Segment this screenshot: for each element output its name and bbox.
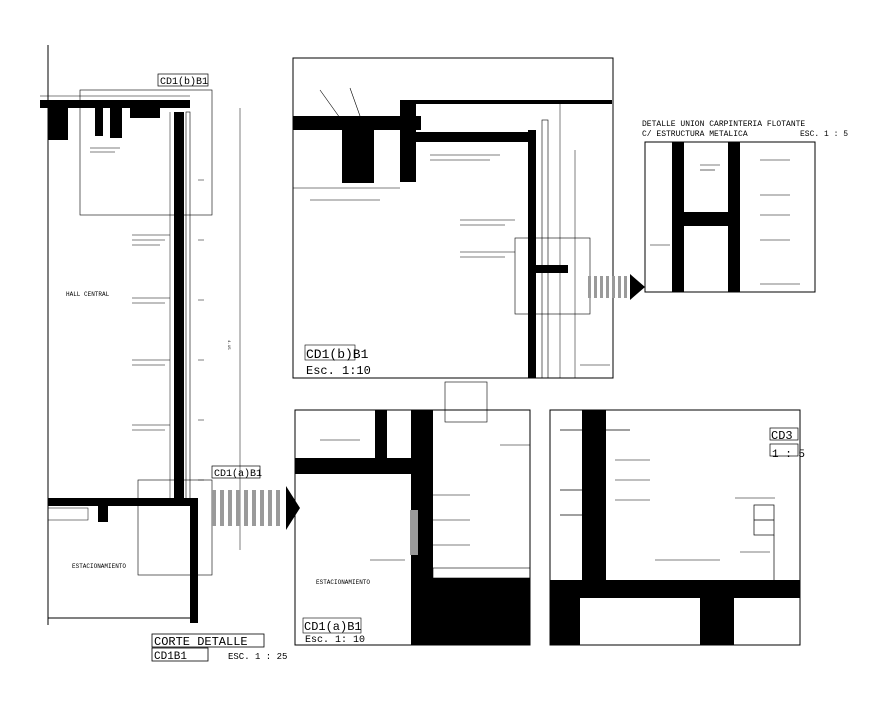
corte-code: CD1B1 xyxy=(154,651,187,663)
corte-scale: ESC. 1 : 25 xyxy=(228,652,287,662)
left-tag-b: CD1(b)B1 xyxy=(160,76,208,88)
right-panel: CD3 1 : 5 xyxy=(549,409,805,646)
detail-title-1: DETALLE UNION CARPINTERIA FLOTANTE xyxy=(642,120,805,129)
top-panel: CD1(b)B1 Esc. 1:10 xyxy=(292,57,645,379)
right-panel-code: CD3 xyxy=(771,429,793,443)
mid-panel-scale: Esc. 1: 10 xyxy=(305,635,365,646)
estacionamiento-mid: ESTACIONAMIENTO xyxy=(316,579,370,586)
detail-panel: DETALLE UNION CARPINTERIA FLOTANTE C/ ES… xyxy=(642,120,848,293)
corte-title: CORTE DETALLE xyxy=(154,635,248,649)
mid-panel: ESTACIONAMIENTO CD1(a)B1 Esc. 1: 10 xyxy=(294,381,531,646)
hall-label: HALL CENTRAL xyxy=(66,291,110,298)
detail-scale: ESC. 1 : 5 xyxy=(800,130,848,139)
right-panel-scale: 1 : 5 xyxy=(772,449,805,461)
left-section: HALL CENTRAL 4.15 CD1(b)B1 ESTACIONAMIEN… xyxy=(40,45,300,663)
top-panel-scale: Esc. 1:10 xyxy=(306,364,371,378)
estacionamiento-left: ESTACIONAMIENTO xyxy=(72,563,126,570)
top-panel-code: CD1(b)B1 xyxy=(306,347,369,362)
left-tag-a: CD1(a)B1 xyxy=(214,468,262,480)
detail-title-2: C/ ESTRUCTURA METALICA xyxy=(642,130,748,139)
dim-label: 4.15 xyxy=(226,340,230,350)
mid-panel-code: CD1(a)B1 xyxy=(304,620,362,634)
